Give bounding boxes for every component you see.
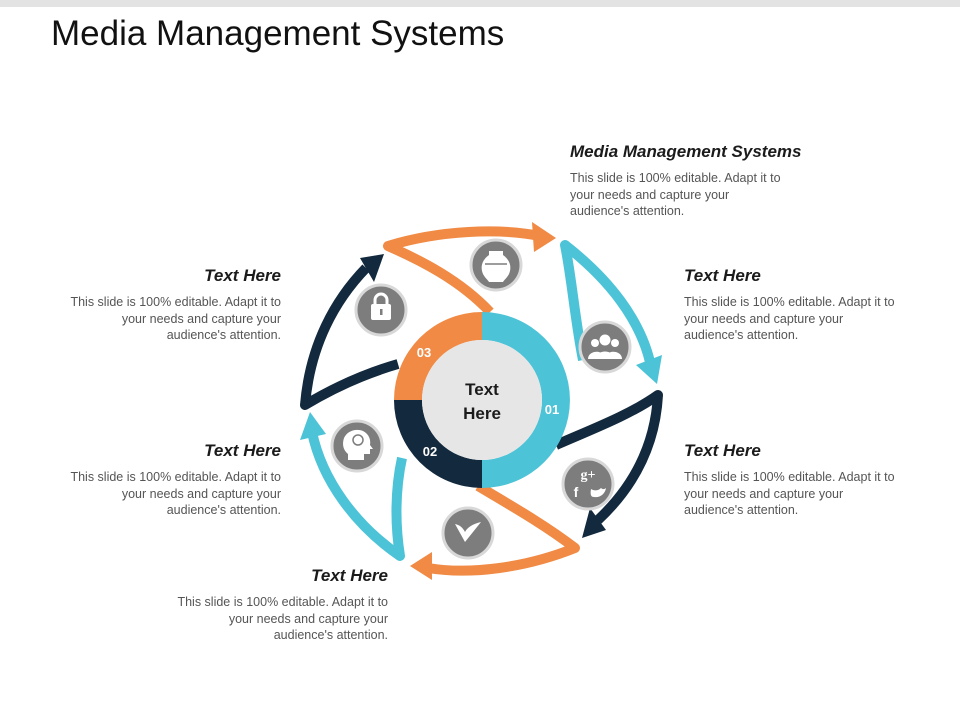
arrow-orange-bottom-head bbox=[410, 552, 432, 580]
arrow-navy-left-head bbox=[360, 254, 384, 282]
ring-segment-01 bbox=[482, 312, 570, 488]
text-block-right-lower-body: This slide is 100% editable. Adapt it to… bbox=[684, 470, 895, 517]
segment-number-03: 03 bbox=[417, 345, 431, 360]
padlock-icon bbox=[354, 283, 408, 337]
text-block-left-lower-body: This slide is 100% editable. Adapt it to… bbox=[70, 470, 281, 517]
center-text-line1: Text bbox=[465, 380, 499, 399]
arrow-teal-right bbox=[560, 240, 655, 364]
text-block-left-upper: Text Here This slide is 100% editable. A… bbox=[61, 266, 281, 344]
arrow-teal-right-head bbox=[636, 355, 662, 384]
text-block-left-lower: Text Here This slide is 100% editable. A… bbox=[61, 441, 281, 519]
group-icon bbox=[578, 320, 632, 374]
top-bar bbox=[0, 0, 960, 7]
vase-icon bbox=[469, 238, 523, 292]
head-brain-icon bbox=[330, 419, 384, 473]
arrow-orange-top-head bbox=[532, 222, 556, 252]
text-block-left-upper-body: This slide is 100% editable. Adapt it to… bbox=[70, 295, 281, 342]
ring-segment-03 bbox=[394, 312, 482, 400]
arrow-teal-left-head bbox=[300, 412, 326, 440]
text-block-bottom-body: This slide is 100% editable. Adapt it to… bbox=[177, 595, 388, 642]
text-block-top: Media Management Systems This slide is 1… bbox=[570, 142, 840, 220]
leaf-check-icon bbox=[441, 506, 495, 560]
arrow-navy-right-head bbox=[582, 508, 606, 538]
svg-text:f: f bbox=[574, 484, 579, 500]
segment-number-02: 02 bbox=[423, 444, 437, 459]
text-block-right-upper-body: This slide is 100% editable. Adapt it to… bbox=[684, 295, 895, 342]
text-block-left-upper-heading: Text Here bbox=[204, 266, 281, 285]
arrow-orange-bottom bbox=[427, 481, 580, 576]
arrow-teal-left bbox=[307, 430, 407, 561]
ring-segment-02 bbox=[394, 400, 482, 488]
text-block-left-lower-heading: Text Here bbox=[204, 441, 281, 460]
text-block-right-lower: Text Here This slide is 100% editable. A… bbox=[684, 441, 904, 519]
text-block-top-body: This slide is 100% editable. Adapt it to… bbox=[570, 171, 781, 218]
slide-title: Media Management Systems bbox=[51, 14, 505, 53]
text-block-top-heading: Media Management Systems bbox=[570, 142, 802, 161]
arrow-navy-left bbox=[300, 264, 400, 410]
text-block-bottom: Text Here This slide is 100% editable. A… bbox=[168, 566, 388, 644]
social-media-icon: g+ f bbox=[561, 457, 615, 511]
svg-text:g+: g+ bbox=[581, 468, 596, 483]
segment-number-01: 01 bbox=[545, 402, 559, 417]
center-circle bbox=[422, 340, 542, 460]
text-block-right-upper: Text Here This slide is 100% editable. A… bbox=[684, 266, 904, 344]
text-block-right-lower-heading: Text Here bbox=[684, 441, 761, 460]
center-text-line2: Here bbox=[463, 404, 501, 423]
arrow-navy-right bbox=[553, 390, 663, 524]
arrow-orange-top bbox=[383, 226, 541, 316]
text-block-right-upper-heading: Text Here bbox=[684, 266, 761, 285]
text-block-bottom-heading: Text Here bbox=[311, 566, 388, 585]
